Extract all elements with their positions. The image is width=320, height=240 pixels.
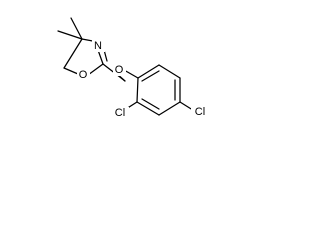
bond-c2-o <box>87 63 104 76</box>
label-mask-ether-oxygen <box>113 64 126 76</box>
molecule-canvas: N O O Cl Cl <box>0 0 234 138</box>
chlorine-para-label: Cl <box>195 106 205 118</box>
bond-ar1-ar2 <box>136 77 139 103</box>
chlorine-ortho-label: Cl <box>115 107 125 119</box>
bond-layer <box>57 17 197 116</box>
bond-methyl-2 <box>70 17 83 40</box>
label-mask-ring-nitrogen <box>92 40 105 52</box>
ring-oxygen-label: O <box>79 69 88 81</box>
bond-ar5-ar6 <box>158 64 181 79</box>
ring-nitrogen-label: N <box>94 40 102 52</box>
bond-o-ar1 <box>123 69 139 79</box>
label-mask-chlorine-para <box>191 106 209 118</box>
bond-methyl-1 <box>57 30 83 40</box>
atom-label-layer: N O O Cl Cl <box>77 40 209 119</box>
label-mask-chlorine-ortho <box>111 107 129 119</box>
bond-o-ch2 <box>63 67 79 75</box>
bond-inner-1 <box>141 98 160 110</box>
bond-ar6-ar1 <box>137 64 160 79</box>
bond-n-c2 <box>97 49 104 65</box>
bond-inner-3 <box>141 70 160 82</box>
bond-ar3-ar4 <box>158 101 181 116</box>
bond-ch2-cq <box>63 38 83 69</box>
ether-oxygen-label: O <box>115 64 124 76</box>
structure-diagram: N O O Cl Cl <box>57 17 209 119</box>
label-mask-ring-oxygen <box>77 69 90 81</box>
bond-ar2-ar3 <box>136 101 160 116</box>
